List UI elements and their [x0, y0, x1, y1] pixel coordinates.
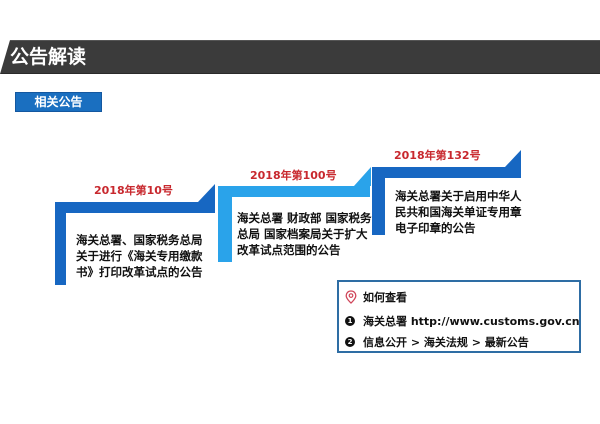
- customs-website-link[interactable]: 海关总署 http://www.customs.gov.cn: [363, 315, 580, 328]
- page-title: 公告解读: [10, 46, 87, 68]
- step-3-number: 2018年第132号: [394, 149, 481, 162]
- step-3-horizontal-bar: [372, 167, 521, 178]
- step-1-horizontal-bar: [55, 202, 215, 213]
- step-1-line-1: 海关总署、国家税务总局: [76, 233, 203, 247]
- number-1-icon: 1: [345, 316, 355, 326]
- step-2-vertical-bar: [218, 186, 232, 262]
- step-3-arrow-triangle: [505, 150, 521, 167]
- header-slant-decoration: [0, 40, 10, 74]
- step-2-horizontal-bar: [218, 186, 370, 197]
- step-1-line-2: 关于进行《海关专用缴款: [76, 249, 203, 263]
- step-2-number: 2018年第100号: [250, 169, 337, 182]
- step-2-line-2: 总局 国家档案局关于扩大: [237, 227, 368, 241]
- step-1-arrow-triangle: [198, 184, 215, 202]
- step-3-title[interactable]: 海关总署关于启用中华人 民共和国海关单证专用章 电子印章的公告: [395, 188, 522, 236]
- how-to-view-box: 如何查看 1 海关总署 http://www.customs.gov.cn 2 …: [337, 280, 581, 353]
- number-2-icon: 2: [345, 337, 355, 347]
- step-2-arrow-triangle: [354, 167, 371, 186]
- step-2-title[interactable]: 海关总署 财政部 国家税务 总局 国家档案局关于扩大 改革试点范围的公告: [237, 210, 372, 258]
- step-3-line-3: 电子印章的公告: [395, 221, 476, 235]
- how-to-view-item-2: 2 信息公开 > 海关法规 > 最新公告: [345, 334, 529, 350]
- step-1-vertical-bar: [55, 202, 66, 285]
- how-to-view-title: 如何查看: [363, 291, 407, 304]
- step-1-number: 2018年第10号: [94, 184, 173, 197]
- header-bar: [0, 40, 600, 74]
- step-3-line-1: 海关总署关于启用中华人: [395, 189, 522, 203]
- how-to-view-heading: 如何查看: [345, 289, 407, 305]
- step-3-line-2: 民共和国海关单证专用章: [395, 205, 522, 219]
- section-tag-related-announcements[interactable]: 相关公告: [15, 92, 102, 112]
- step-1-title[interactable]: 海关总署、国家税务总局 关于进行《海关专用缴款 书》打印改革试点的公告: [76, 232, 203, 280]
- how-to-view-item-1: 1 海关总署 http://www.customs.gov.cn: [345, 313, 580, 329]
- step-1-line-3: 书》打印改革试点的公告: [76, 265, 203, 279]
- step-2-line-3: 改革试点范围的公告: [237, 243, 341, 257]
- step-2-line-1: 海关总署 财政部 国家税务: [237, 211, 372, 225]
- step-3-vertical-bar: [372, 167, 385, 235]
- location-pin-icon: [345, 290, 357, 304]
- navigation-path[interactable]: 信息公开 > 海关法规 > 最新公告: [363, 336, 529, 349]
